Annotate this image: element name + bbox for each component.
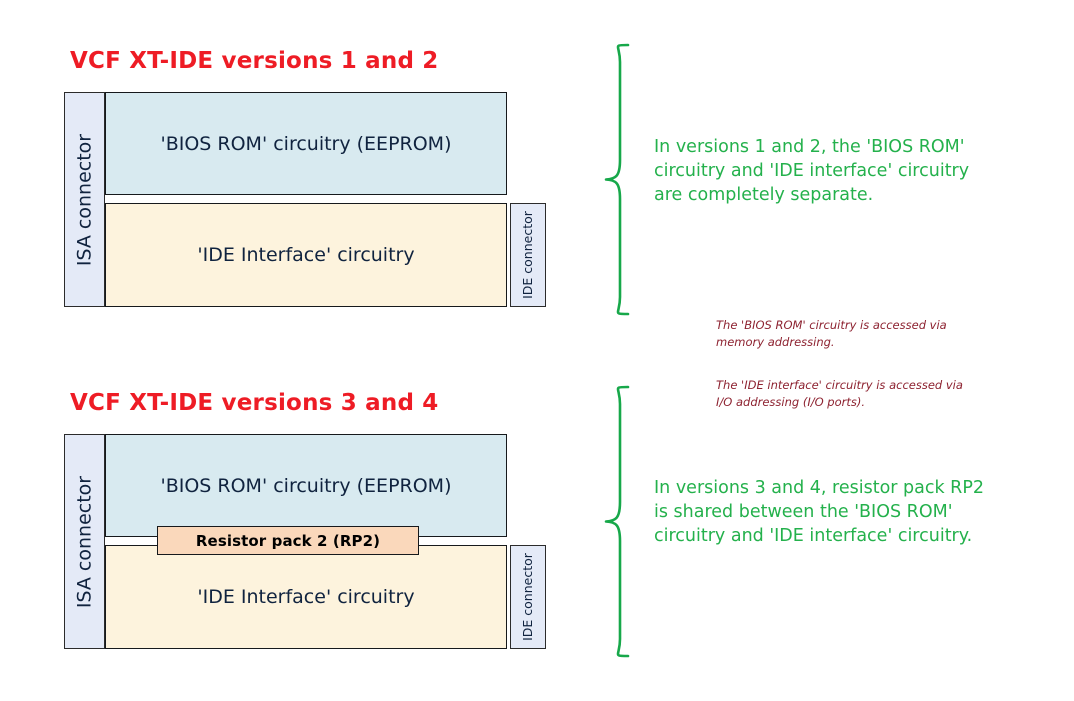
resistor-pack-2-box: Resistor pack 2 (RP2) <box>157 526 419 555</box>
section-title-versions-3-and-4: VCF XT-IDE versions 3 and 4 <box>70 390 439 416</box>
bios-rom-block-label: 'BIOS ROM' circuitry (EEPROM) <box>160 474 452 497</box>
isa-connector-label: ISA connector <box>72 475 95 608</box>
ide-connector-v34: IDE connector <box>510 545 546 649</box>
isa-connector-v12: ISA connector <box>64 92 105 307</box>
ide-connector-v12: IDE connector <box>510 203 546 307</box>
footnote-bios-rom-access: The 'BIOS ROM' circuitry is accessed via… <box>716 318 947 349</box>
isa-connector-label: ISA connector <box>72 133 95 266</box>
footnote-ide-interface-access: The 'IDE interface' circuitry is accesse… <box>716 378 963 409</box>
isa-connector-v34: ISA connector <box>64 434 105 649</box>
annotation-versions-3-and-4: In versions 3 and 4, resistor pack RP2 i… <box>654 478 985 546</box>
bios-rom-block-v34: 'BIOS ROM' circuitry (EEPROM) <box>105 434 507 537</box>
ide-connector-label: IDE connector <box>520 211 535 299</box>
ide-connector-label: IDE connector <box>520 553 535 641</box>
brace-versions-3-and-4 <box>604 385 630 658</box>
section-title-versions-1-and-2: VCF XT-IDE versions 1 and 2 <box>70 48 439 74</box>
resistor-pack-2-label: Resistor pack 2 (RP2) <box>195 531 381 550</box>
ide-interface-block-v12: 'IDE Interface' circuitry <box>105 203 507 307</box>
footnotes-block: The 'BIOS ROM' circuitry is accessed via… <box>716 301 1016 426</box>
bios-rom-block-v12: 'BIOS ROM' circuitry (EEPROM) <box>105 92 507 195</box>
annotation-versions-1-and-2: In versions 1 and 2, the 'BIOS ROM' circ… <box>654 137 970 205</box>
bios-rom-block-label: 'BIOS ROM' circuitry (EEPROM) <box>160 132 452 155</box>
ide-interface-block-v34: 'IDE Interface' circuitry <box>105 545 507 649</box>
ide-interface-block-label: 'IDE Interface' circuitry <box>197 586 415 608</box>
ide-interface-block-label: 'IDE Interface' circuitry <box>197 244 415 266</box>
brace-versions-1-and-2 <box>604 43 630 316</box>
